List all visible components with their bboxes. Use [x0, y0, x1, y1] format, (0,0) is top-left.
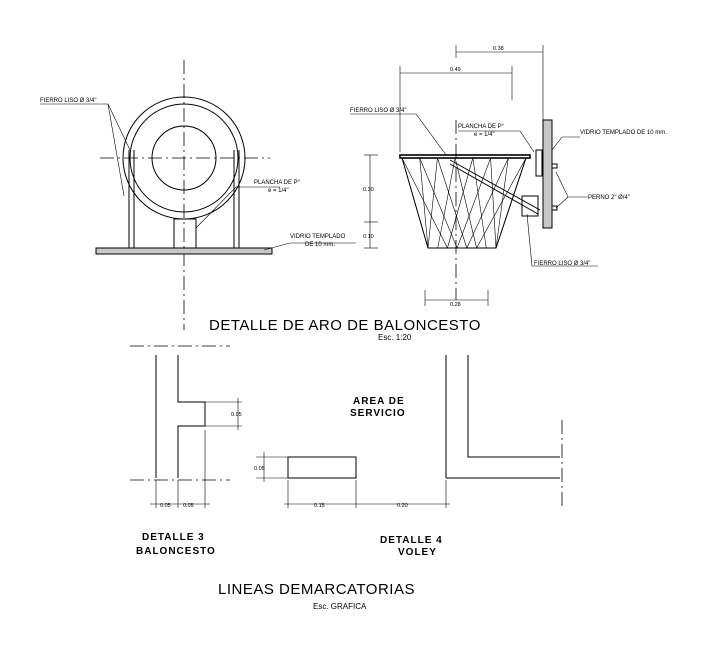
leader-perno-2: [555, 196, 569, 209]
dim-det4-020: 0.20: [397, 503, 408, 509]
dim-028: 0.28: [450, 302, 461, 308]
leader-vidrio: [263, 242, 356, 251]
net-strand: [437, 157, 468, 249]
title-lineas: LINEAS DEMARCATORIAS: [218, 581, 415, 598]
net-strand: [495, 157, 509, 249]
caption-det3-2: BALONCESTO: [136, 546, 216, 557]
net-strand: [437, 157, 456, 249]
net-strand: [401, 157, 429, 249]
dim-det3-vertical: 0.05: [231, 412, 242, 418]
net-mesh: [401, 157, 527, 249]
dim-049: 0.49: [450, 67, 461, 73]
label-vidrio-side: VIDRIO TEMPLADO DE 10 mm.: [580, 130, 667, 136]
net-strand: [454, 157, 477, 249]
label-vidrio-front-1: VIDRIO TEMPLADO: [290, 234, 346, 240]
caption-det4-2: VOLEY: [398, 547, 437, 558]
front-view: FIERRO LISO Ø 3/4" PLANCHA DE P° e = 1/4…: [40, 60, 356, 330]
ring-inner: [151, 125, 217, 191]
dim-det3-h2: 0.05: [183, 503, 194, 509]
upper-bracket: [535, 149, 543, 177]
base-plate: [173, 218, 197, 249]
label-vidrio-front-2: DE 10 mm.: [305, 242, 335, 248]
bolt-2: [551, 205, 558, 211]
line-det3-right: [177, 355, 206, 478]
detalle-3: 0.05 0.05 0.05: [130, 345, 242, 509]
dim-det3-h1: 0.05: [160, 503, 171, 509]
detalle-4: 0.05 0.15 0.20 AREA DE SERVICIO: [254, 355, 563, 510]
dim-det4-vertical: 0.05: [254, 466, 265, 472]
leader-plancha: [195, 186, 280, 229]
wall-section: [542, 119, 553, 229]
dim-038: 0.38: [493, 46, 504, 52]
support-rod-2: [449, 163, 539, 215]
rect-det4: [287, 456, 357, 479]
leader-vidrio-side: [551, 136, 580, 151]
label-plancha-side-2: e = 1/4": [474, 132, 495, 138]
net-strand: [401, 157, 448, 249]
line-det4-inner: [467, 355, 560, 458]
leader-perno-1: [555, 171, 588, 198]
leader-fierro-bottom: [526, 213, 598, 267]
label-area-2: SERVICIO: [350, 408, 406, 419]
net-strand: [466, 157, 509, 249]
label-fierro-side-bottom: FIERRO LISO Ø 3/4": [534, 261, 590, 267]
net-strand: [419, 157, 429, 249]
leader-fierro-top: [350, 113, 447, 156]
dim-030: 0.30: [363, 187, 374, 193]
net-strand: [495, 157, 527, 249]
caption-det4-1: DETALLE 4: [380, 535, 443, 546]
net-strand: [456, 157, 491, 249]
net-strand: [476, 157, 527, 249]
side-view: 0.38 0.49 0.30 0.10 0.28: [350, 45, 667, 308]
label-fierro-side-top: FIERRO LISO Ø 3/4": [350, 108, 406, 114]
ring-middle: [129, 103, 239, 213]
rim: [399, 154, 531, 159]
label-plancha-front-2: e = 1/4": [268, 188, 289, 194]
lower-bracket: [521, 195, 539, 217]
support-rod: [449, 159, 541, 211]
leader-fierro-1: [40, 103, 125, 197]
dim-010: 0.10: [363, 234, 374, 240]
leader-fierro-2: [107, 103, 131, 151]
title-detalle-aro: DETALLE DE ARO DE BALONCESTO: [209, 317, 481, 334]
label-fierro-front: FIERRO LISO Ø 3/4": [40, 98, 96, 104]
label-plancha-side-1: PLANCHA DE P°: [458, 124, 505, 130]
net-strand: [419, 157, 458, 249]
scale-lineas: Esc. GRAFICA: [313, 602, 367, 611]
caption-det3-1: DETALLE 3: [142, 532, 205, 543]
net-strand: [472, 157, 487, 249]
bolt-1: [551, 163, 558, 169]
net-strand: [427, 157, 438, 249]
leader-plancha-side: [458, 130, 535, 153]
label-plancha-front-1: PLANCHA DE P°: [254, 180, 301, 186]
label-area-1: AREA DE: [353, 396, 405, 407]
label-perno: PERNO 2" Ø/4": [588, 195, 630, 201]
dim-det4-015: 0.15: [314, 503, 325, 509]
net-strand: [490, 157, 497, 249]
scale-detalle-aro: Esc. 1:20: [378, 333, 412, 342]
net-strand: [447, 157, 474, 249]
ground-strip: [95, 247, 273, 255]
